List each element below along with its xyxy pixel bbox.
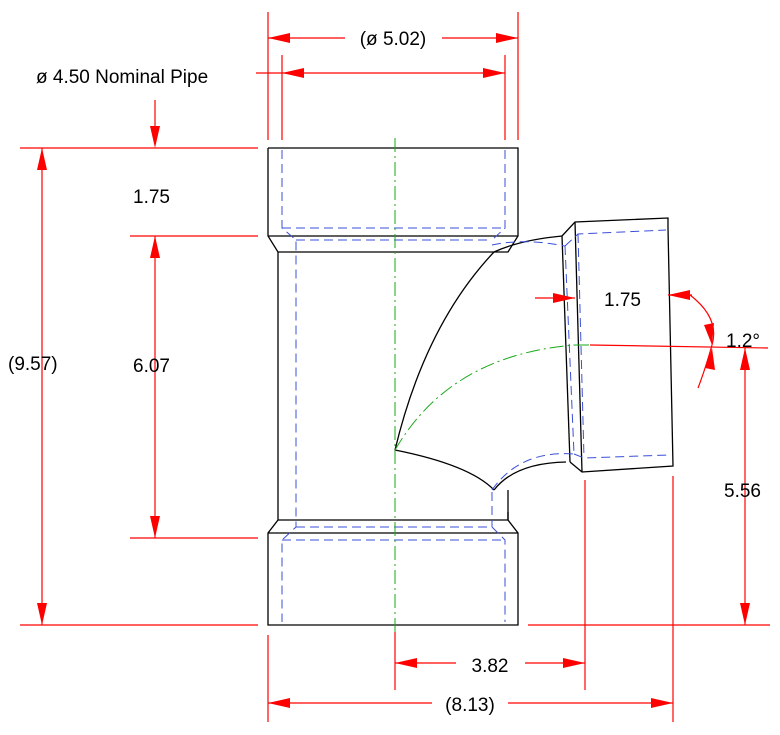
arrow-angle-bottom (705, 348, 715, 370)
arrow-offset-right (563, 658, 585, 668)
label-branch-height: 5.56 (724, 481, 761, 502)
arrow-height-bottom (37, 603, 47, 625)
arrow-branch-height-bottom (740, 603, 750, 625)
label-overall-width: (8.13) (445, 695, 495, 716)
top-hub-outline (267, 148, 519, 626)
hidden-lines (281, 150, 669, 622)
label-branch-offset: 3.82 (472, 656, 509, 677)
branch-crotch-lower (394, 449, 495, 491)
dimension-lines (20, 12, 770, 722)
arrow-branch-hub-right (668, 290, 690, 300)
branch-lower-curve (493, 461, 567, 491)
branch-hub-face (574, 221, 583, 473)
arrow-height-top (37, 148, 47, 170)
hidden-branch-upper (491, 241, 566, 247)
hidden-branch-face (577, 233, 585, 459)
arrow-offset-left (395, 658, 417, 668)
arrow-angle-top (704, 323, 714, 345)
ext-branch-axis (589, 344, 769, 349)
hidden-branch-shoulder (564, 245, 575, 455)
hidden-bottom-hub-right (491, 526, 506, 622)
hidden-branch-hub (564, 229, 667, 247)
branch-crotch-upper (394, 251, 495, 451)
arrow-nominal-leader (150, 126, 160, 148)
arrow-top-dia-left (268, 33, 290, 43)
branch-centerline (394, 344, 576, 451)
branch-hub-shoulder (561, 235, 571, 463)
hidden-branch-hub-lower (573, 453, 669, 459)
label-branch-angle: 1.2° (726, 331, 760, 352)
arrowheads (37, 33, 750, 708)
center-lines (394, 138, 600, 632)
arrow-branch-height-top (740, 348, 750, 370)
label-upper-hub-depth: 1.75 (133, 187, 170, 208)
hidden-top-hub (281, 150, 297, 622)
dim-angle-arc (689, 294, 715, 389)
label-overall-height: (9.57) (8, 354, 58, 375)
arrow-width-right (651, 698, 673, 708)
arrow-top-dia-right (496, 33, 518, 43)
label-branch-hub-depth: 1.75 (604, 290, 641, 311)
arrow-nominal-left (282, 68, 304, 78)
arrow-nominal-right (483, 68, 505, 78)
arrow-body-bottom (150, 516, 160, 538)
dimension-labels: (ø 5.02) ø 4.50 Nominal Pipe 1.75 (9.57)… (8, 29, 761, 716)
hidden-branch-lower (491, 453, 575, 491)
arrow-branch-hub-left (553, 293, 575, 303)
label-top-diameter: (ø 5.02) (360, 29, 427, 50)
label-body-length: 6.07 (133, 356, 170, 377)
hidden-top-hub-right (491, 150, 506, 241)
arrow-body-top (150, 236, 160, 258)
arrow-width-left (268, 698, 290, 708)
label-nominal-pipe: ø 4.50 Nominal Pipe (36, 67, 208, 88)
fitting-outline (267, 147, 674, 626)
